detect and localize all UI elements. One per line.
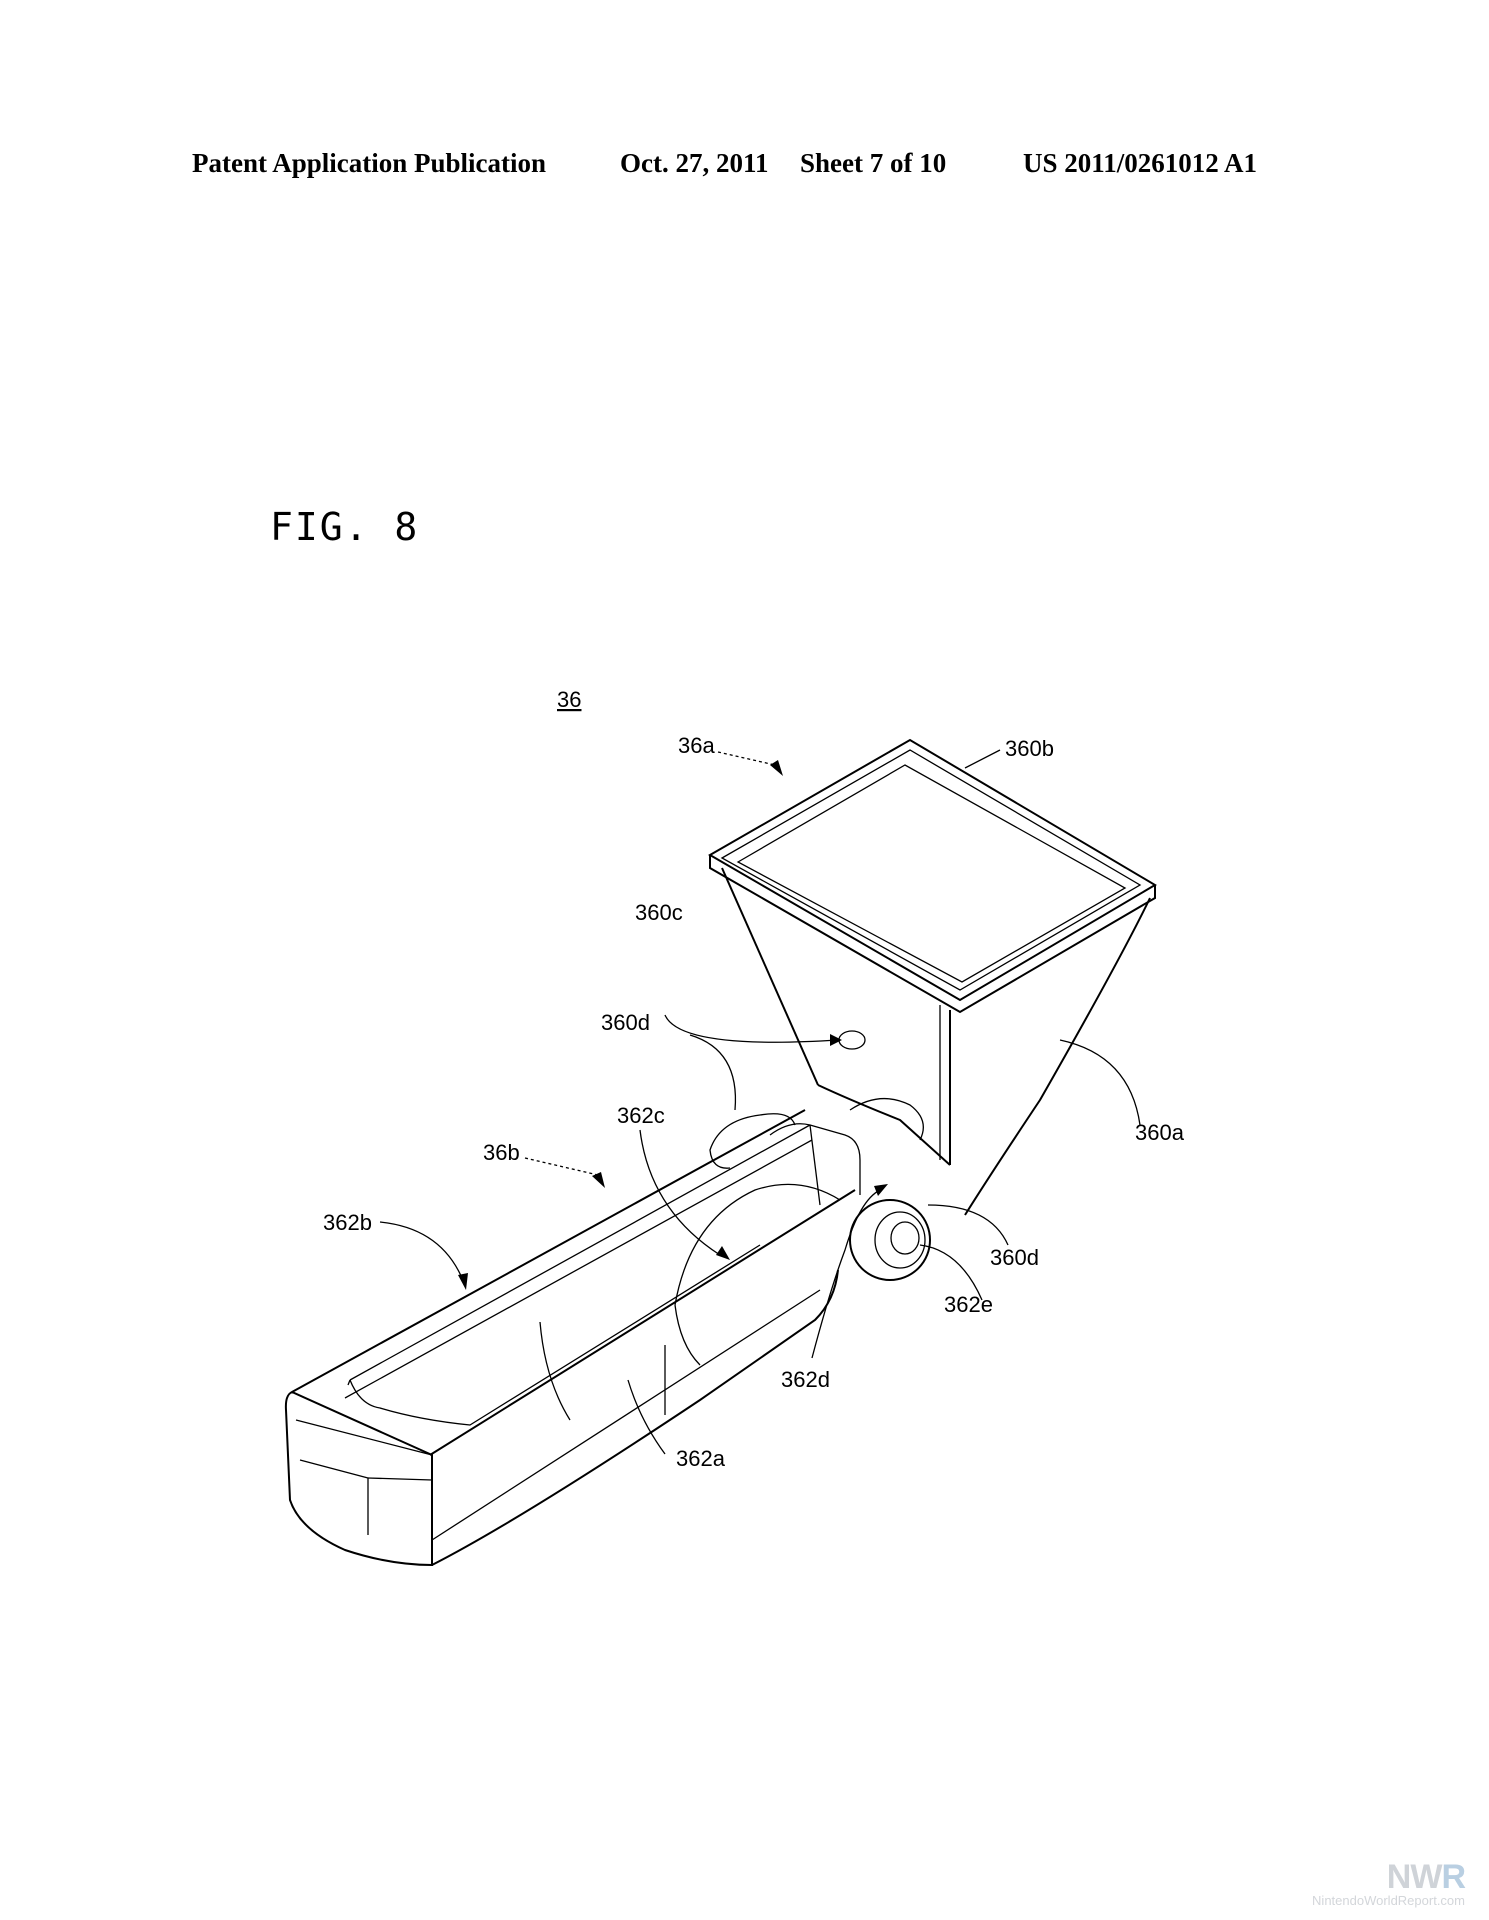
upper-part-drawing	[708, 738, 1157, 1281]
publication-date: Oct. 27, 2011	[620, 148, 769, 178]
site-watermark: NWR NintendoWorldReport.com	[1312, 1858, 1466, 1908]
figure-title: FIG. 8	[270, 505, 420, 549]
label-rim: 362b	[323, 1210, 372, 1235]
label-sensor: 360c	[635, 900, 683, 925]
label-lower-part: 36b	[483, 1140, 520, 1165]
watermark-site: NintendoWorldReport.com	[1312, 1893, 1465, 1908]
sheet-number: Sheet 7 of 10	[800, 148, 947, 178]
patent-number: US 2011/0261012 A1	[1023, 148, 1258, 178]
label-screen: 360b	[1005, 736, 1054, 761]
leader-lines	[379, 749, 1141, 1455]
watermark-logo: NWR	[1386, 1858, 1466, 1896]
label-pivot-right: 360d	[990, 1245, 1039, 1270]
label-recess: 362c	[617, 1103, 665, 1128]
reference-labels: 36 36a 360b 360c 360d 360a 36b 362c 362b…	[323, 687, 1185, 1471]
label-joint: 362d	[781, 1367, 830, 1392]
label-body-lower: 362a	[676, 1446, 726, 1471]
label-upper-part: 36a	[678, 733, 715, 758]
label-housing-upper: 360a	[1135, 1120, 1185, 1145]
label-main: 36	[557, 687, 581, 712]
page-header: Patent Application Publication Oct. 27, …	[0, 148, 1489, 188]
label-hinge-cap: 362e	[944, 1292, 993, 1317]
lower-body-drawing	[284, 1109, 861, 1567]
publication-type: Patent Application Publication	[192, 148, 547, 178]
label-pivot-left: 360d	[601, 1010, 650, 1035]
